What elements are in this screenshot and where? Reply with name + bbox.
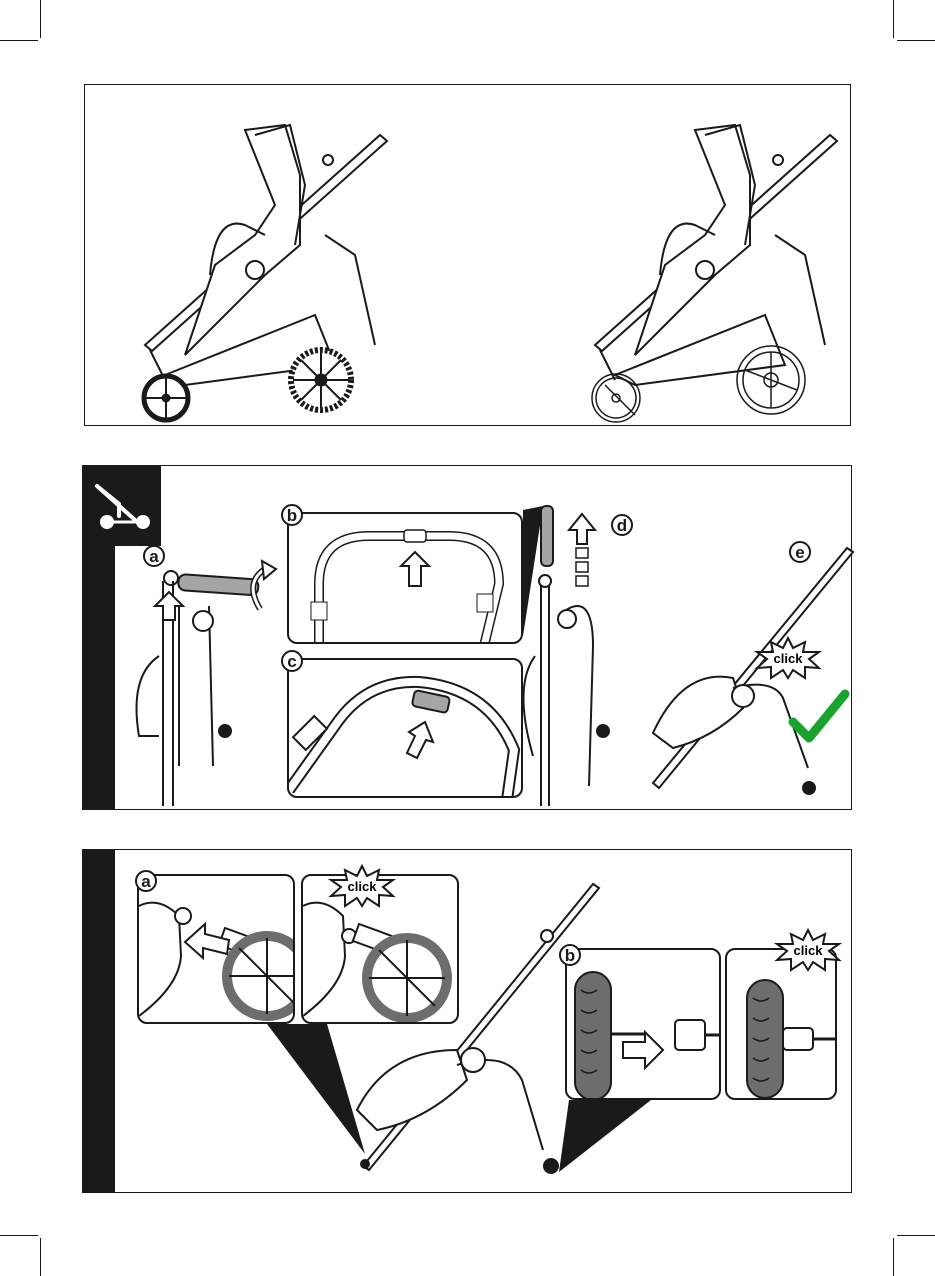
click-burst-icon: click: [755, 638, 821, 678]
stroller-illustration-dark-wheels: [125, 115, 425, 445]
click-label: click: [794, 943, 824, 958]
detail-connector: [559, 1100, 659, 1190]
stroller-fold-icon-tab: [83, 466, 161, 546]
step-badge-c: c: [281, 650, 303, 672]
front-wheel-insert-illustration: [139, 876, 295, 1024]
handlebar-top-view: [289, 514, 523, 644]
panel-unfold-steps: a b: [82, 465, 852, 810]
pull-up-arrow-icon: [567, 514, 597, 594]
detail-release-trigger: [287, 658, 523, 798]
check-mark-icon: [791, 692, 847, 744]
front-wheel-dark: [144, 376, 188, 420]
step-badge-a: a: [143, 545, 165, 567]
rear-wheel-clicked-illustration: [727, 950, 837, 1100]
panel-wheel-attachment: a click: [82, 849, 852, 1193]
crop-mark: [0, 1235, 38, 1236]
crop-mark: [40, 0, 41, 38]
step-sidebar: [83, 546, 115, 809]
crop-mark: [897, 1235, 935, 1236]
rotate-arrow-icon: [248, 561, 288, 621]
step-sidebar: [83, 850, 115, 1192]
panel-stroller-overview: [84, 84, 851, 426]
crop-mark: [893, 1238, 894, 1276]
step-badge-a: a: [135, 870, 157, 892]
crop-mark: [40, 1238, 41, 1276]
rear-wheel-insert-illustration: [567, 950, 721, 1100]
click-burst-icon: click: [775, 930, 841, 970]
detail-rear-wheel-clicked: [725, 948, 837, 1100]
crop-mark: [893, 0, 894, 38]
handle-trigger-view: [289, 660, 523, 798]
rear-wheel-dark: [291, 350, 351, 410]
stroller-illustration-light-wheels: [575, 115, 875, 445]
stroller-icon: [83, 466, 161, 546]
crop-mark: [897, 40, 935, 41]
crop-mark: [0, 40, 38, 41]
detail-front-wheel-insert: [137, 874, 295, 1024]
detail-handle-button: [287, 512, 523, 644]
stroller-folded-side-view: [119, 566, 259, 816]
step-badge-d: d: [611, 514, 633, 536]
detail-rear-wheel-insert: [565, 948, 721, 1100]
rear-wheel-light: [737, 346, 805, 414]
front-wheel-light: [592, 374, 640, 422]
step-badge-b: b: [559, 944, 581, 966]
step-badge-b: b: [281, 504, 303, 526]
click-label: click: [774, 651, 804, 666]
